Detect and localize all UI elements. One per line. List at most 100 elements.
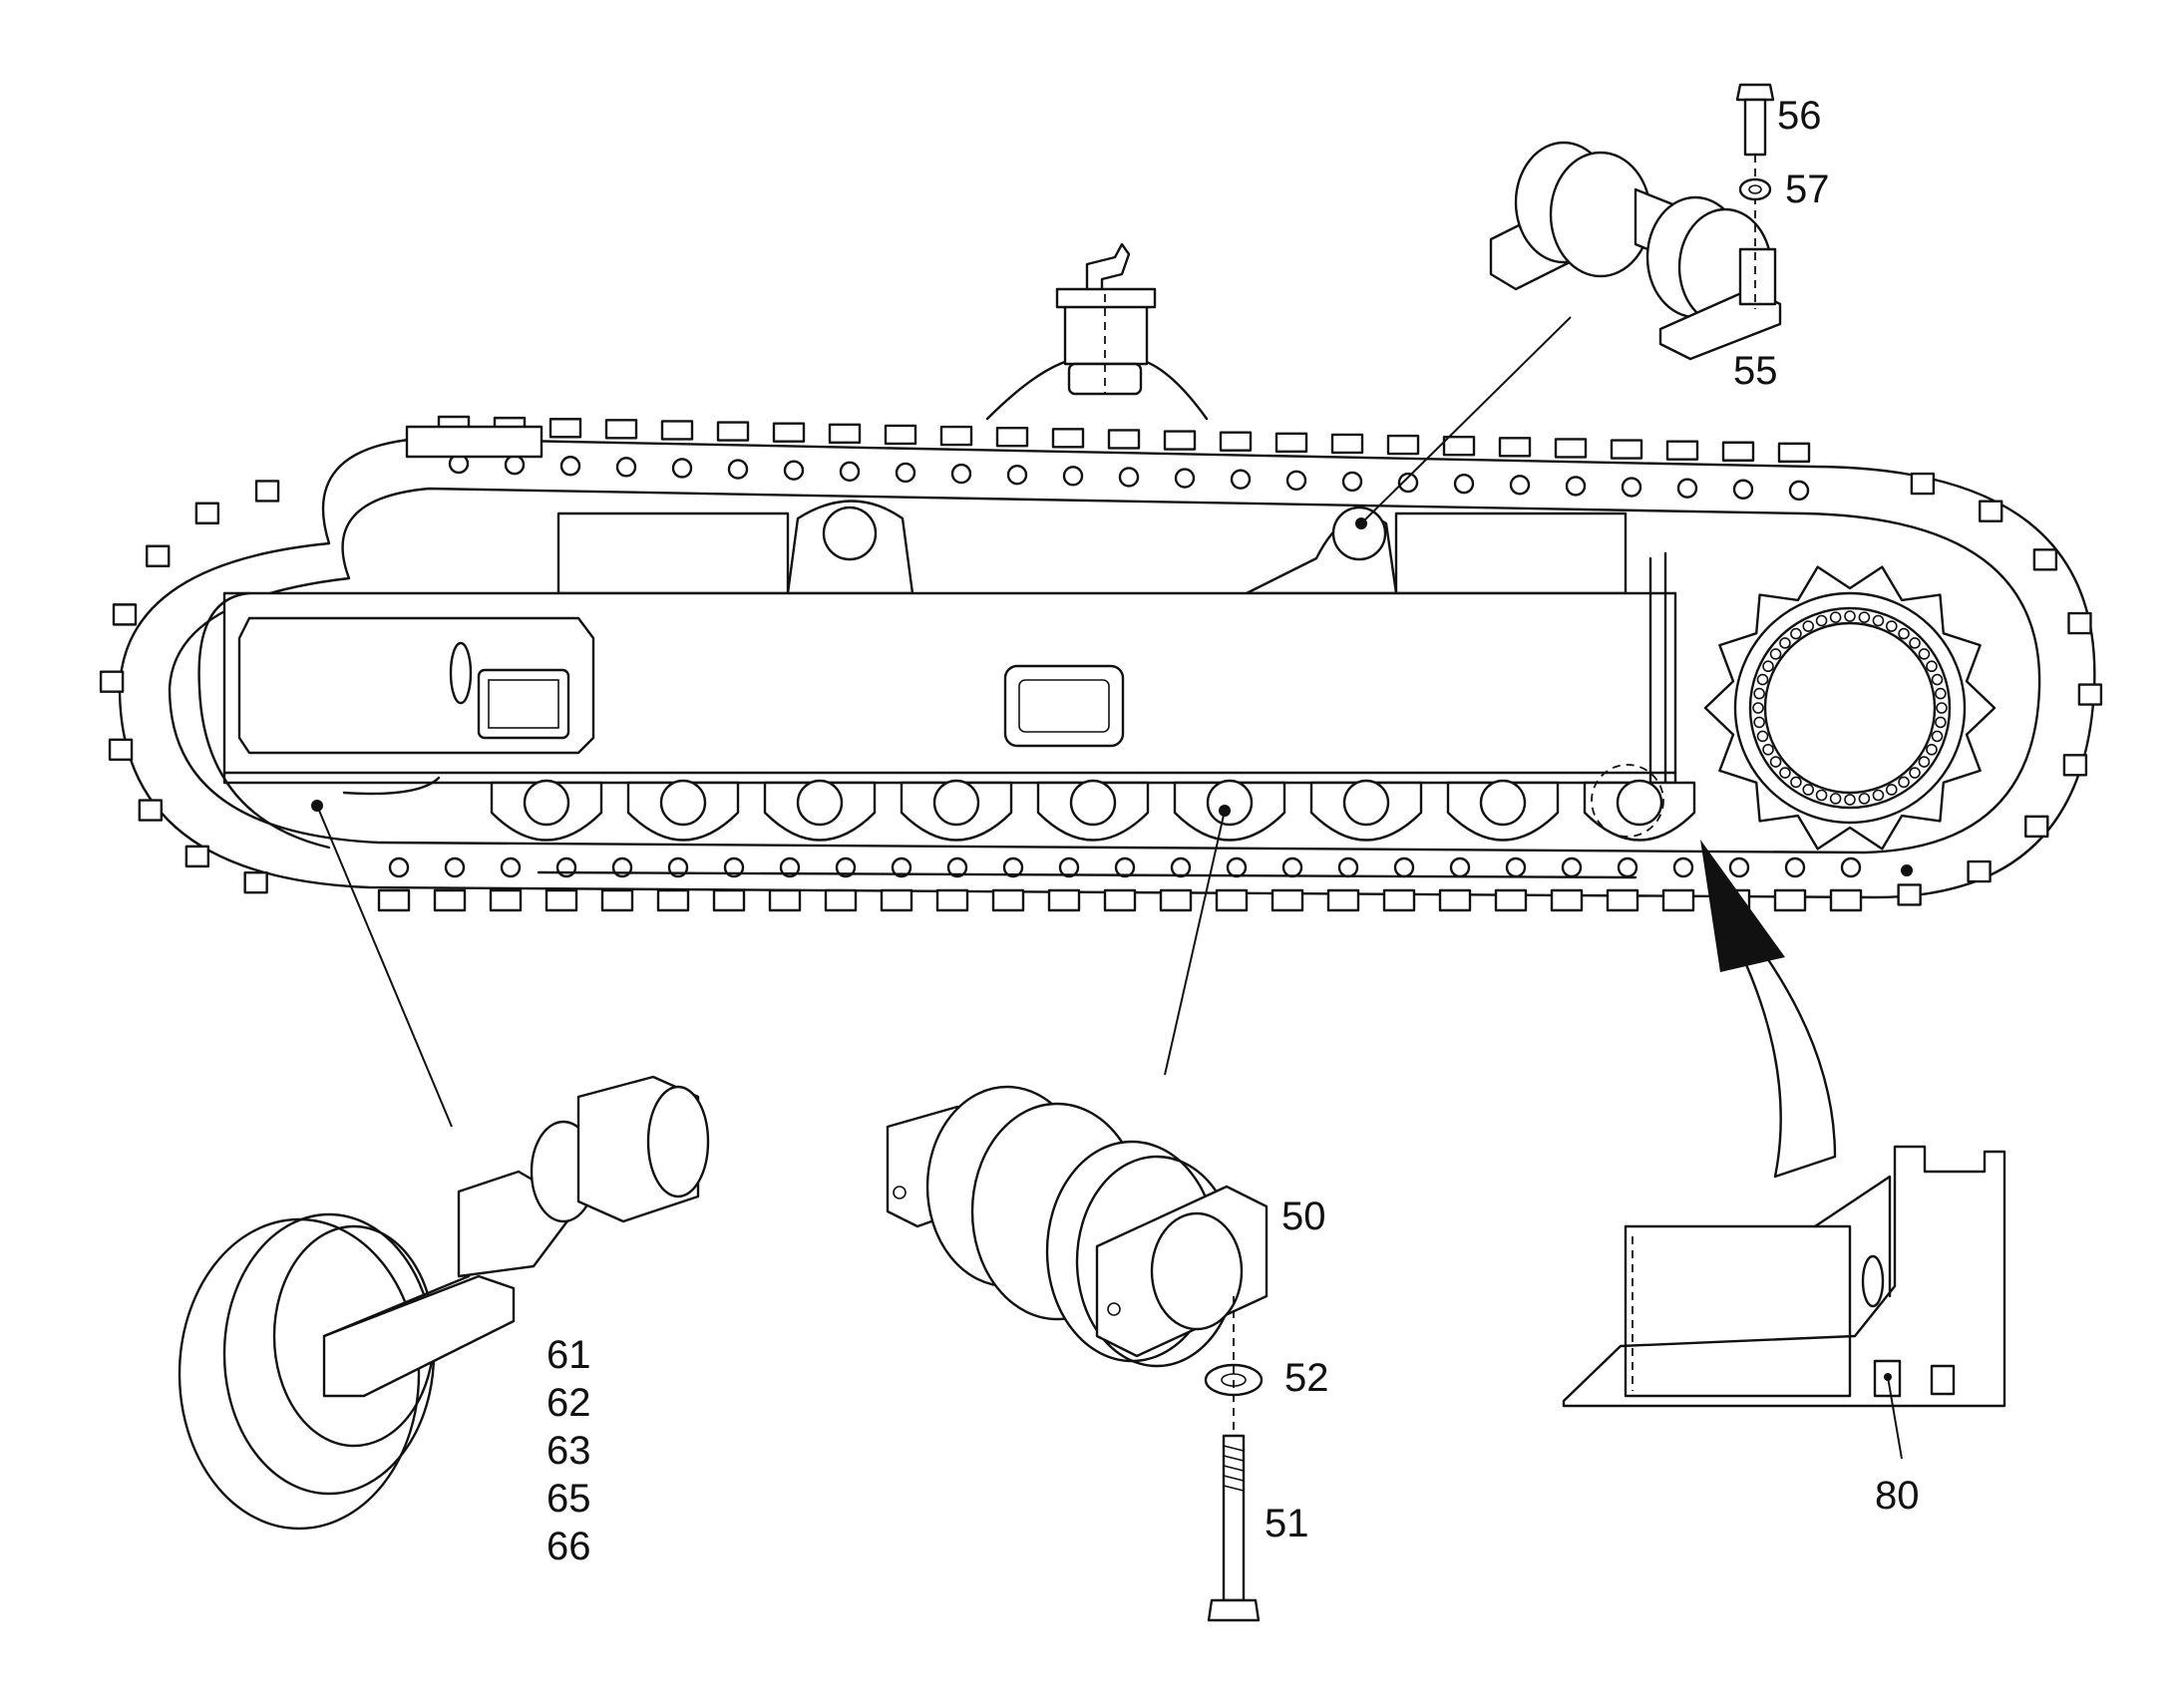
track-tooth: [1215, 888, 1249, 912]
track-pin: [559, 456, 581, 477]
track-tooth: [138, 799, 164, 822]
track-tooth: [995, 427, 1029, 448]
track-pin: [1509, 475, 1531, 496]
carrier-bolt-56: [1735, 83, 1775, 309]
drive-sprocket-outer: [1733, 591, 1967, 825]
track-tooth: [1606, 888, 1639, 912]
sprocket-ball: [1844, 610, 1856, 622]
track-pin: [1226, 856, 1248, 878]
sprocket-ball: [1885, 620, 1898, 632]
sprocket-ball: [1931, 673, 1944, 686]
track-pin: [723, 856, 745, 878]
sprocket-ball: [1918, 756, 1931, 768]
track-tooth: [545, 888, 578, 912]
track-tooth: [712, 888, 746, 912]
sprocket-ball: [1790, 776, 1802, 789]
track-tooth: [660, 420, 694, 441]
frame-access-cover-center: [1003, 664, 1125, 748]
track-pin: [1672, 856, 1694, 878]
top-cylinder-body: [1063, 297, 1149, 366]
track-tooth: [1326, 888, 1360, 912]
track-pin: [1728, 856, 1750, 878]
track-rollers: [490, 779, 1696, 842]
track-pin: [1788, 480, 1810, 502]
callout-65: 65: [546, 1477, 591, 1521]
sprocket-ball: [1802, 784, 1815, 796]
sprocket-ball: [1815, 614, 1828, 627]
carrier-block-right: [1738, 247, 1777, 306]
detail-wedge: [1813, 1175, 1892, 1298]
roller-shaft-end: [1150, 1211, 1244, 1331]
sprocket-ball: [1756, 730, 1769, 743]
callout-57: 57: [1785, 168, 1830, 211]
sprocket-ball: [1753, 716, 1765, 729]
carrier-roller-right: [1331, 506, 1387, 561]
track-tooth: [824, 888, 858, 912]
track-pin: [1170, 856, 1192, 878]
roller-bolt-51: [1207, 1434, 1261, 1622]
track-pin: [946, 856, 968, 878]
track-tooth: [99, 670, 125, 693]
track-tooth: [768, 888, 802, 912]
track-tooth: [1721, 441, 1755, 462]
sprocket-ball: [1909, 637, 1921, 649]
frame-access-cover-left-inner: [488, 679, 559, 729]
sprocket-ball: [1769, 648, 1782, 660]
sprocket-ball: [1779, 637, 1791, 649]
bolt-51-head: [1207, 1598, 1261, 1622]
track-tooth: [2032, 548, 2058, 571]
track-tooth: [1330, 433, 1364, 455]
track-pin: [555, 856, 577, 878]
track-teeth: [99, 415, 2103, 912]
track-pin: [667, 856, 689, 878]
track-tooth: [548, 418, 582, 439]
track-pin: [671, 458, 693, 479]
track-tooth: [377, 888, 411, 912]
sprocket-ball: [1762, 743, 1774, 756]
track-tooth: [1163, 430, 1197, 451]
front-idler-rim: [342, 776, 441, 796]
sprocket-ball: [1909, 767, 1921, 779]
callout-50: 50: [1281, 1195, 1326, 1238]
track-tooth: [1442, 435, 1476, 457]
track-tooth: [880, 888, 913, 912]
track-tooth: [1051, 428, 1085, 449]
sprocket-ball: [1926, 743, 1938, 756]
leader-80: [1887, 1376, 1903, 1460]
track-tooth: [1498, 437, 1532, 458]
sprocket-ball: [1872, 614, 1885, 627]
track-tooth: [1550, 888, 1584, 912]
sprocket-ball: [1931, 730, 1944, 743]
frame-oval-slot: [449, 641, 473, 705]
track-tooth: [1910, 472, 1936, 496]
sprocket-ball: [1898, 627, 1910, 640]
track-roller: [932, 779, 980, 827]
drive-sprocket-bearing: [1748, 606, 1952, 810]
track-tooth: [884, 424, 917, 446]
track-roller: [796, 779, 844, 827]
washer-57: [1738, 177, 1772, 201]
track-pin: [1285, 470, 1307, 491]
track-roller: [659, 779, 707, 827]
callout-51: 51: [1265, 1502, 1309, 1545]
track-pin: [444, 856, 466, 878]
sprocket-ball: [1918, 648, 1931, 660]
track-tooth: [1967, 859, 1992, 883]
track-tooth: [1610, 439, 1643, 460]
track-tooth: [1047, 888, 1081, 912]
detail-oval: [1861, 1254, 1885, 1308]
track-tooth: [1979, 500, 2003, 522]
track-pin: [1617, 856, 1638, 878]
track-pin: [1058, 856, 1080, 878]
track-pin: [615, 457, 637, 478]
track-tooth: [1829, 888, 1863, 912]
sprocket-ball: [1769, 756, 1782, 768]
track-tooth: [939, 425, 973, 447]
track-pin: [1002, 856, 1024, 878]
track-tooth: [2024, 815, 2049, 839]
track-tooth: [2077, 683, 2103, 706]
anchor-dot-sprocket: [1901, 864, 1913, 876]
track-tooth: [433, 888, 467, 912]
